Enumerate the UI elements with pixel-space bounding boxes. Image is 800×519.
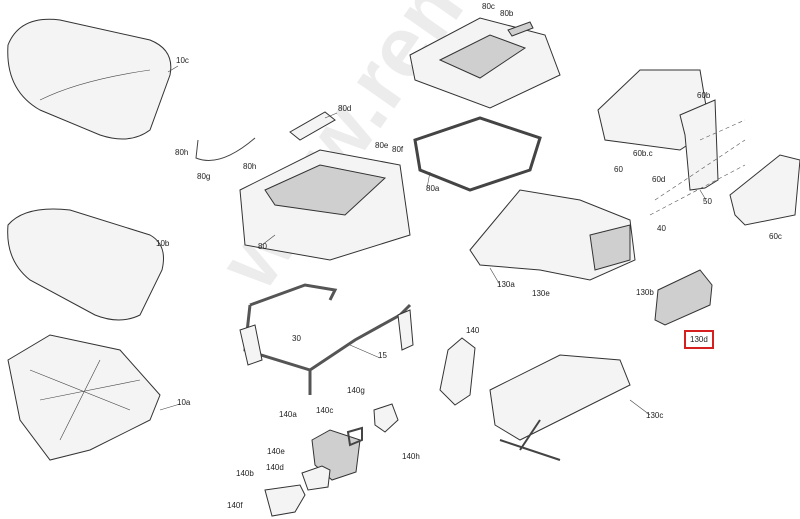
callout-80h: 80h [175,148,189,157]
callout-140f: 140f [227,501,243,510]
callout-130b: 130b [636,288,654,297]
callout-130e: 130e [532,289,550,298]
callout-80g: 80g [197,172,211,181]
part-140g [373,403,399,433]
callout-80h-2: 80h [243,162,257,171]
callout-15: 15 [378,351,387,360]
callout-60bc: 60b.c [633,149,653,158]
part-80g-cable [195,137,256,161]
part-80d [289,111,336,141]
callout-130a: 130a [497,280,515,289]
callout-130c: 130c [646,411,664,420]
part-140e [301,465,331,491]
callout-140b: 140b [236,469,254,478]
part-140c [346,426,363,447]
part-10c-seat [7,18,172,140]
callout-140a: 140a [279,410,297,419]
part-15-frame [243,283,412,395]
callout-80c: 80c [482,2,495,11]
callout-140e: 140e [267,447,285,456]
callout-10b: 10b [156,239,170,248]
part-60b-bracket [679,99,719,191]
callout-80: 80 [258,242,267,251]
callout-60d: 60d [652,175,666,184]
callout-80b: 80b [500,9,514,18]
part-10b-seat [7,208,164,321]
callout-80a: 80a [426,184,440,193]
callout-60c: 60c [769,232,782,241]
callout-10a: 10a [177,398,191,407]
callout-80e: 80e [375,141,389,150]
callout-60: 60 [614,165,623,174]
callout-50: 50 [703,197,712,206]
part-130c-rack [489,354,631,441]
callout-30: 30 [292,334,301,343]
callout-60b: 60b [697,91,711,100]
callout-140: 140 [466,326,480,335]
callout-80d: 80d [338,104,352,113]
callout-140c: 140c [316,406,334,415]
callout-140d: 140d [266,463,284,472]
callout-40: 40 [657,224,666,233]
callout-130d-highlighted[interactable]: 130d [684,330,714,349]
part-140b [264,484,306,517]
callout-140g: 140g [347,386,365,395]
callout-140h: 140h [402,452,420,461]
part-60c-cover [729,154,800,226]
part-80b [507,21,534,37]
part-140-handle [439,337,476,406]
part-130d-panel [654,269,713,326]
part-10a-seat-base [7,334,161,461]
callout-10c: 10c [176,56,189,65]
callout-80f: 80f [392,145,404,154]
part-80a-gasket [413,116,542,192]
